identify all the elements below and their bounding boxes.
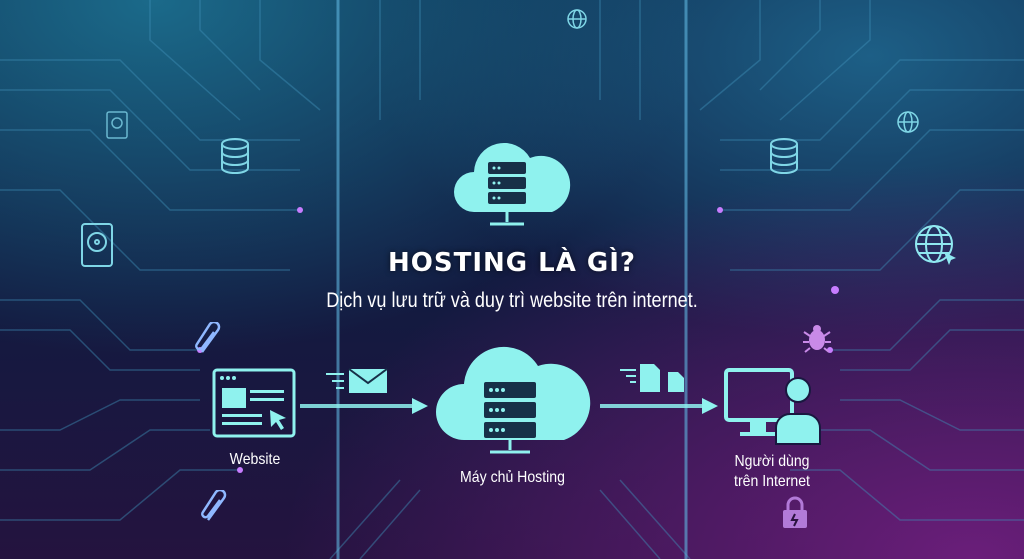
cloud-server-icon xyxy=(454,142,571,226)
paperclip-icon xyxy=(195,322,221,353)
user-computer-icon xyxy=(724,368,821,445)
globe-icon xyxy=(897,111,919,133)
internet-users-label-line2: trên Internet xyxy=(734,473,810,490)
globe-icon xyxy=(567,9,587,29)
email-icon xyxy=(326,368,388,393)
paperclip-icon xyxy=(201,490,227,521)
arrow-right-icon xyxy=(300,398,428,414)
page-title: HOSTING LÀ GÌ? xyxy=(388,248,636,278)
hosting-server-label: Máy chủ Hosting xyxy=(460,469,565,486)
database-icon xyxy=(770,138,798,175)
internet-users-label: Người dùng trên Internet xyxy=(719,452,825,492)
hard-drive-icon xyxy=(106,111,128,139)
hard-drive-icon xyxy=(81,223,113,267)
database-icon xyxy=(221,138,249,175)
lock-icon xyxy=(783,496,807,528)
browser-window-icon xyxy=(212,368,296,438)
documents-icon xyxy=(620,364,684,392)
bug-icon xyxy=(803,325,831,353)
arrow-right-icon xyxy=(600,398,718,414)
website-label: Website xyxy=(229,451,281,468)
cloud-server-icon xyxy=(436,346,591,454)
internet-users-label-line1: Người dùng xyxy=(734,453,810,470)
page-subtitle: Dịch vụ lưu trữ và duy trì website trên … xyxy=(326,289,698,312)
globe-icon xyxy=(915,225,956,265)
